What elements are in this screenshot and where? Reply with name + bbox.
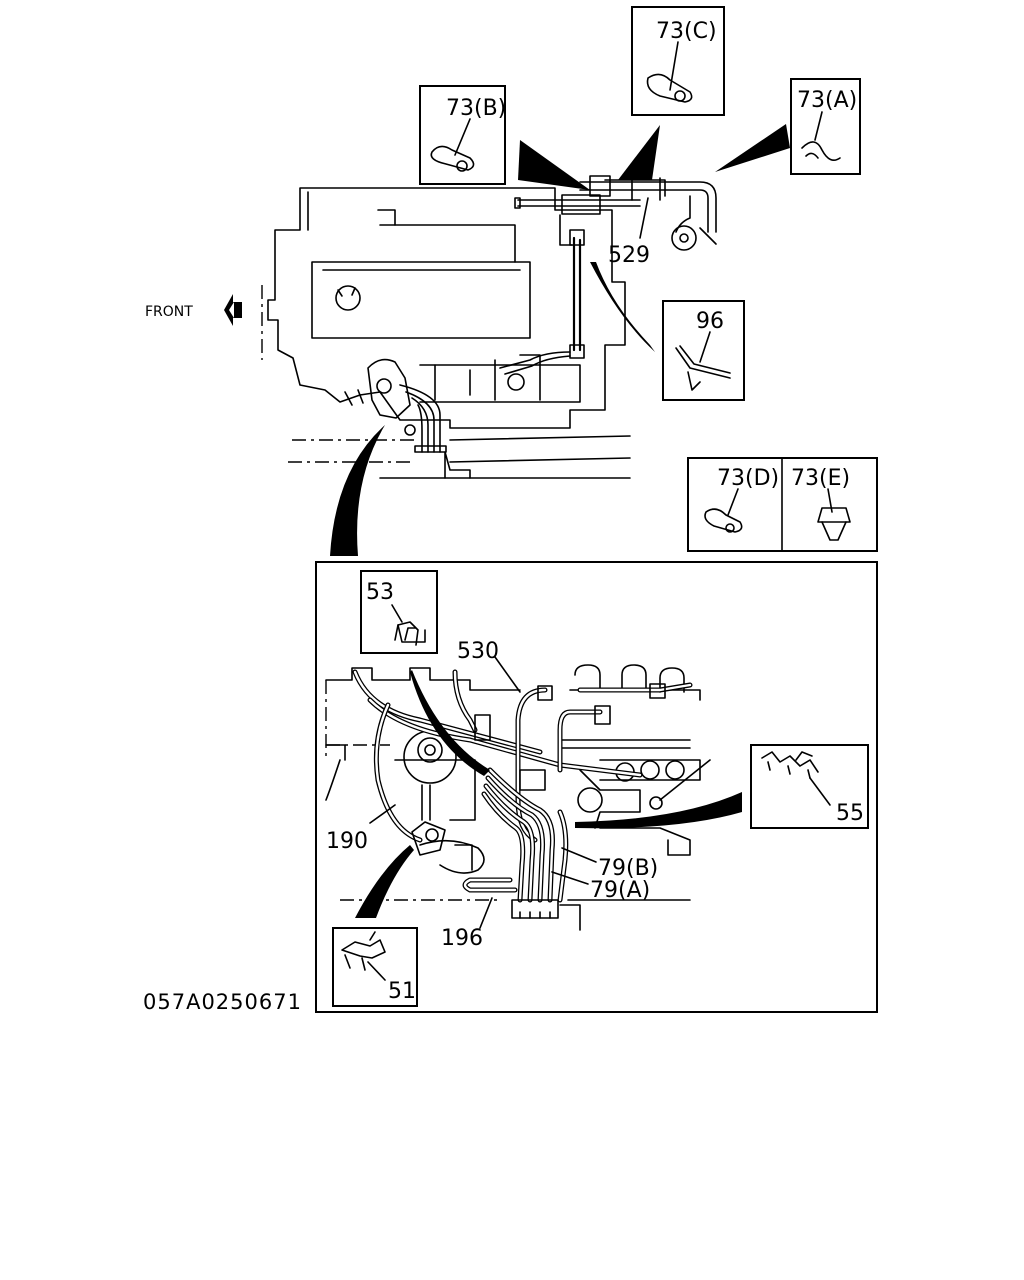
callout-55-label: 55 bbox=[836, 801, 864, 826]
callout-73d-label: 73(D) bbox=[717, 466, 779, 491]
callout-73c-label: 73(C) bbox=[656, 19, 717, 44]
callout-55: 55 bbox=[750, 744, 869, 829]
callout-73c: 73(C) bbox=[631, 6, 725, 116]
callout-73e-label: 73(E) bbox=[791, 466, 850, 491]
front-arrow bbox=[224, 294, 242, 326]
drawing-code: 057A0250671 bbox=[143, 990, 302, 1014]
engine-outline bbox=[261, 187, 631, 479]
pipe-assembly-529 bbox=[514, 175, 717, 251]
callout-73b-label: 73(B) bbox=[446, 96, 506, 121]
callout-73a-label: 73(A) bbox=[797, 88, 857, 113]
callout-73b: 73(B) bbox=[419, 85, 506, 185]
front-label: FRONT bbox=[145, 304, 193, 320]
label-530: 530 bbox=[457, 639, 499, 664]
label-529: 529 bbox=[608, 243, 650, 268]
callout-53-label: 53 bbox=[366, 580, 394, 605]
label-196: 196 bbox=[441, 926, 483, 951]
label-190: 190 bbox=[326, 829, 368, 854]
callout-96: 96 bbox=[662, 300, 745, 401]
label-79b: 79(B) bbox=[598, 856, 658, 881]
label-79a: 79(A) bbox=[590, 878, 650, 903]
callout-51-label: 51 bbox=[388, 979, 416, 1004]
callout-96-label: 96 bbox=[696, 309, 724, 334]
leader-529 bbox=[639, 197, 649, 239]
leader-wedges-upper bbox=[330, 124, 790, 556]
callout-73d-73e: 73(D) 73(E) bbox=[687, 457, 878, 552]
callout-73a: 73(A) bbox=[790, 78, 861, 175]
callout-51: 51 bbox=[332, 927, 418, 1007]
callout-53: 53 bbox=[360, 570, 438, 654]
